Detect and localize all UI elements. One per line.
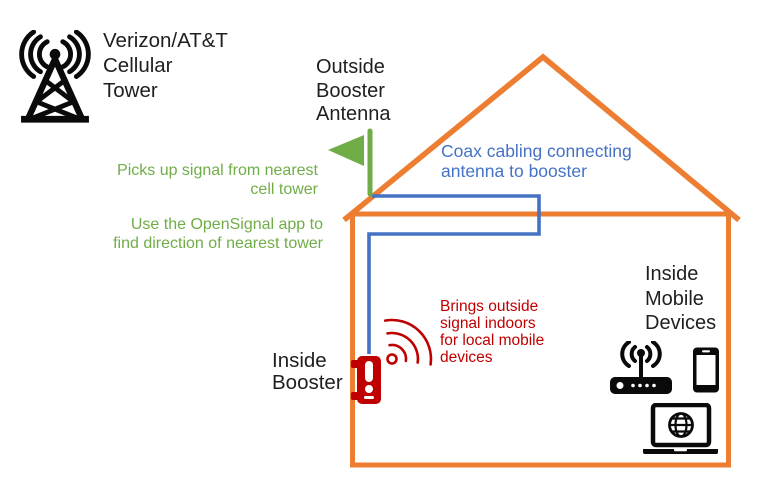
- inside-devices-label: Inside Mobile Devices: [645, 263, 717, 334]
- outside-antenna-label: Outside Booster Antenna: [316, 56, 391, 125]
- coax-cable-line: [367, 194, 541, 354]
- wifi-router-icon: [610, 341, 672, 394]
- opensignal-app-note: Use the OpenSignal app to find direction…: [113, 216, 323, 252]
- cell-tower-label: Verizon/AT&T Cellular Tower: [103, 29, 228, 102]
- antenna-flag-icon: [328, 128, 373, 197]
- laptop-icon: [643, 403, 718, 454]
- indoor-signal-note: Brings outside signal indoors for local …: [440, 298, 545, 366]
- pickup-signal-note: Picks up signal from nearest cell tower: [117, 162, 318, 198]
- coax-cabling-note: Coax cabling connecting antenna to boost…: [441, 141, 632, 181]
- cell-tower-icon: [19, 30, 91, 123]
- smartphone-icon: [693, 347, 719, 393]
- booster-signal-waves: [383, 318, 433, 366]
- booster-icon: [351, 356, 381, 404]
- inside-booster-label: Inside Booster: [272, 349, 343, 394]
